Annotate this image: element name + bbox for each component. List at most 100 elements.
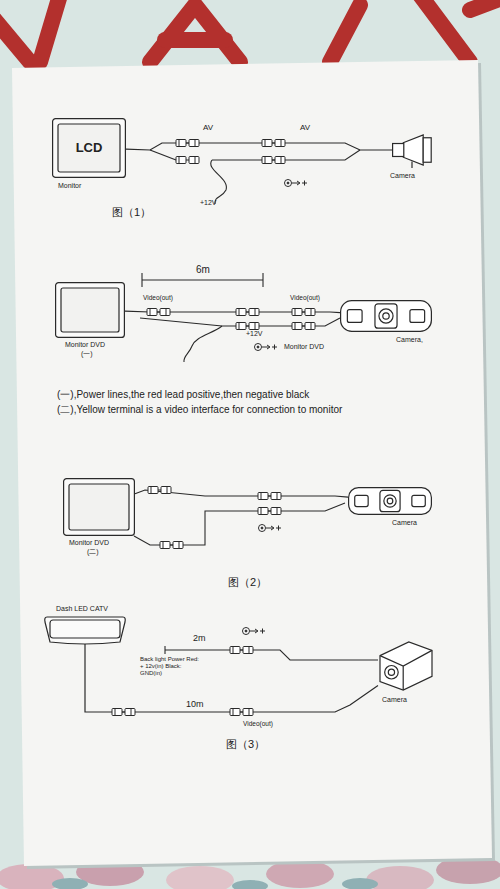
av-plug-pair [236,323,259,330]
cable-stub [150,150,176,160]
bullet-outline [392,132,432,168]
boxcam-figure [380,642,432,690]
lens-housing [380,490,400,511]
male-plug [173,542,183,549]
plate-slot [355,495,368,506]
camera-back [393,144,404,157]
plug-ring [249,709,250,716]
power-dot [261,527,263,529]
cable-end [164,646,165,654]
plug-ring [195,140,196,147]
wire-label: AV [203,123,213,132]
cable-wire [211,160,227,204]
male-plug [160,309,170,316]
av-plug-pair [112,709,135,716]
lens-housing [375,304,397,328]
female-plug [292,323,302,330]
power-dot [245,630,247,632]
av-plug-pair [262,140,285,147]
wire-label: Video(out) [243,720,273,727]
power-plus [302,181,307,186]
cable-stub [140,318,222,326]
cable [85,644,378,712]
fabric-stroke [470,0,500,10]
power-symbol [243,628,266,635]
unit-label: Dash LED CATV [56,605,108,613]
power-ring [285,180,292,187]
caption-text: 6m [196,264,210,276]
unit-label: Monitor DVD [65,341,105,349]
plug-ring [265,157,266,164]
plate-outline [348,487,432,515]
female-plug [176,140,186,147]
power-arrow-head [267,345,270,349]
female-plug [230,709,240,716]
power-arrow-head [297,181,300,185]
power-plus [260,629,265,634]
dimension-line [142,279,263,280]
male-plug [189,157,199,164]
camera-edge [380,650,432,690]
female-plug [112,709,122,716]
av-plug-pair [147,309,170,316]
leaf [52,878,88,889]
wire-label: +12V [200,199,217,207]
power-ring [259,525,266,532]
female-plug [292,309,302,316]
unit-label: (一) [81,350,93,358]
plug-ring [311,309,312,316]
plate-figure [341,301,432,332]
plug-ring [261,493,262,500]
av-plug-pair [148,487,171,494]
female-plug [176,157,186,164]
unit-label: Camera [382,696,407,704]
plug-ring [281,140,282,147]
plug-ring [255,323,256,330]
monitor-unit: LCDMonitor [52,118,126,178]
av-plug-pair [258,508,281,515]
av-plug-pair [292,323,315,330]
camera-box [380,642,432,690]
female-plug [258,493,268,500]
male-plug [189,140,199,147]
mirror-glass [50,620,120,638]
monitor-frame [64,479,135,536]
monitor-figure [64,479,135,536]
male-plug [271,508,281,515]
power-arrow-head [271,526,274,530]
female-plug [262,157,272,164]
power-ring [255,344,262,351]
lens [379,309,393,323]
av-plug-pair [262,157,285,164]
camera-body [403,135,423,165]
mirror-body [45,617,126,644]
av-plug-pair [160,542,183,549]
av-plug-pair [292,309,315,316]
wire-label: Video(out) [290,294,320,301]
cable [126,143,392,150]
caption-text: 图（2） [228,576,267,589]
leaf [342,878,378,889]
av-plug-pair [230,647,253,654]
leaf [232,880,268,889]
female-plug [147,309,157,316]
unit-label: (二) [87,548,99,556]
av-plug-pair [236,309,259,316]
flower [166,866,234,889]
plug-ring [255,309,256,316]
av-plug-pair [258,493,281,500]
monitor-screen [61,288,119,332]
mirror-figure [45,617,126,644]
camera-plate [349,488,432,515]
plug-ring [239,309,240,316]
plug-ring [249,647,250,654]
power-dot [257,346,259,348]
male-plug [249,309,259,316]
bullet-figure [393,135,432,168]
plug-ring [163,542,164,549]
female-plug [160,542,170,549]
plug-ring [179,542,180,549]
monitor-frame [56,283,125,338]
monitor-unit: Monitor DVD(二) [63,478,135,536]
